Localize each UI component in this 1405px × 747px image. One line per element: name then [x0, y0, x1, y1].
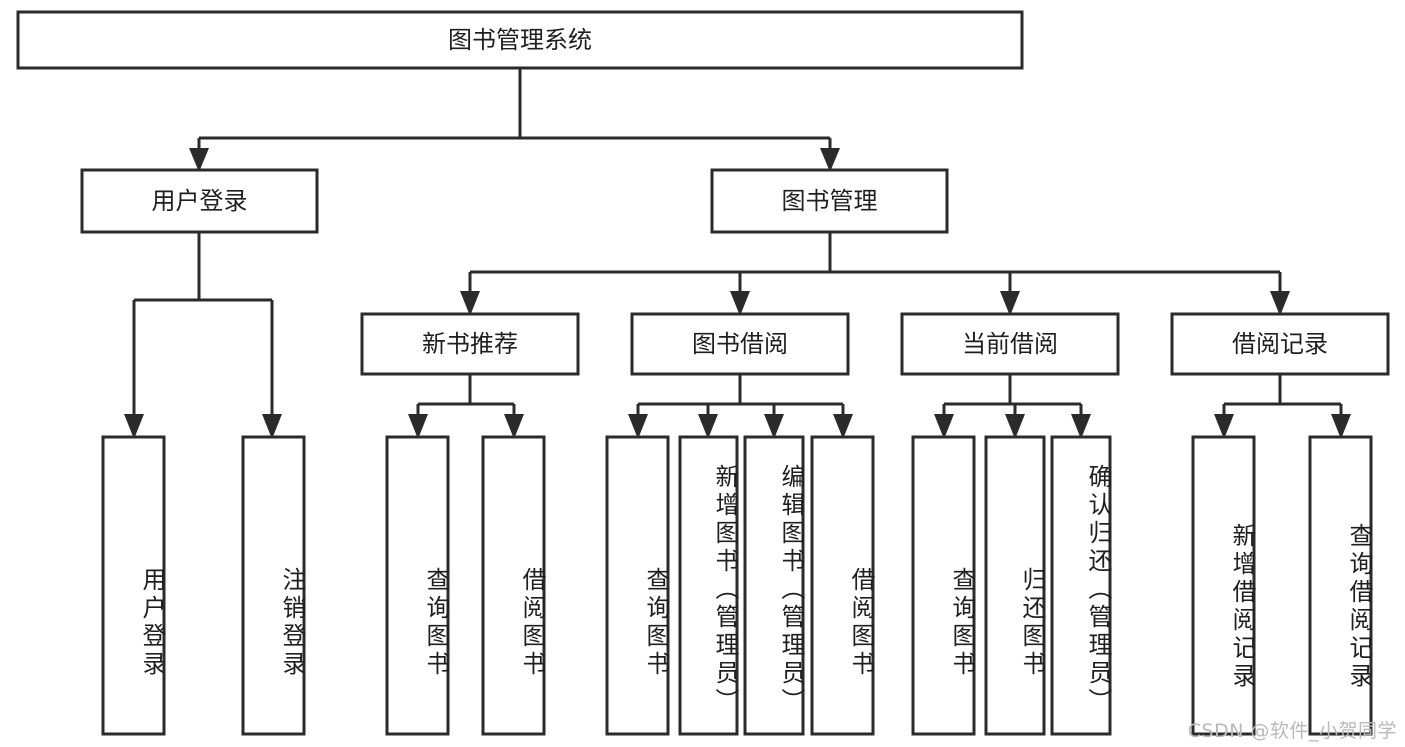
node-book-manage-label: 图书管理: [782, 187, 878, 215]
arrow-head-to-borrow-book-borrow: [833, 414, 853, 439]
arrow-head-to-book-borrow: [730, 291, 750, 316]
node-new-book-rec[interactable]: 新书推荐: [360, 312, 580, 376]
connector-user-login-trunk: [132, 232, 274, 418]
arrow-head-to-current-borrow: [1000, 291, 1020, 316]
node-book-borrow-box[interactable]: [630, 312, 850, 376]
node-user-login-label: 用户登录: [152, 187, 248, 215]
arrow-head-to-borrow-book-rec: [504, 414, 524, 439]
node-query-book-borrow-box[interactable]: [605, 435, 670, 736]
node-book-borrow[interactable]: 图书借阅: [630, 312, 850, 376]
node-borrow-book-rec-box[interactable]: [481, 435, 546, 736]
arrow-head-to-user-login-leaf: [124, 414, 144, 439]
leaf-box-layer: [101, 435, 1373, 736]
arrow-head-to-book-manage: [820, 148, 840, 172]
arrow-head-to-edit-book-admin: [764, 414, 784, 439]
arrow-head-to-new-book-rec: [460, 291, 480, 316]
arrow-head-to-query-book-current: [934, 414, 954, 439]
node-root[interactable]: 图书管理系统: [16, 10, 1024, 70]
arrow-head-to-query-borrow-record: [1331, 414, 1351, 439]
connector-book-manage-trunk: [468, 232, 1282, 295]
connector-borrow-record-trunk: [1222, 374, 1343, 418]
connector-new-book-rec-trunk: [416, 374, 516, 418]
arrow-head-to-query-book-borrow: [628, 414, 648, 439]
connector-layer: [124, 68, 1351, 439]
node-current-borrow-label: 当前借阅: [962, 330, 1058, 358]
node-root-label: 图书管理系统: [448, 26, 592, 54]
node-user-login-leaf-box[interactable]: [101, 435, 166, 736]
connector-root-trunk: [197, 68, 832, 152]
node-book-manage-box[interactable]: [710, 168, 949, 234]
node-borrow-book-borrow-box[interactable]: [810, 435, 875, 736]
arrow-head-to-confirm-return-admin: [1071, 414, 1091, 439]
node-query-book-rec-box[interactable]: [385, 435, 450, 736]
arrow-head-to-user-logout-leaf: [262, 414, 282, 439]
node-book-borrow-label: 图书借阅: [692, 330, 788, 358]
csdn-watermark: CSDN @软件_小贺同学: [1187, 720, 1397, 742]
node-add-book-admin-box[interactable]: [678, 435, 739, 736]
connector-book-borrow-trunk: [636, 374, 845, 418]
node-borrow-record-label: 借阅记录: [1232, 330, 1328, 358]
node-borrow-record-box[interactable]: [1170, 312, 1390, 376]
node-root-box[interactable]: [16, 10, 1024, 70]
node-edit-book-admin-box[interactable]: [743, 435, 805, 736]
node-return-book-box[interactable]: [984, 435, 1046, 736]
arrow-head-to-user-login: [189, 148, 209, 172]
arrow-head-to-add-book-admin: [698, 414, 718, 439]
node-user-login-box[interactable]: [80, 168, 319, 234]
connector-current-borrow-trunk: [942, 374, 1083, 418]
node-query-book-current-box[interactable]: [911, 435, 976, 736]
arrow-head-to-add-borrow-record: [1214, 414, 1234, 439]
node-borrow-record[interactable]: 借阅记录: [1170, 312, 1390, 376]
node-user-login[interactable]: 用户登录: [80, 168, 319, 234]
node-book-manage[interactable]: 图书管理: [710, 168, 949, 234]
node-query-borrow-record-box[interactable]: [1308, 435, 1373, 736]
node-user-logout-leaf-box[interactable]: [241, 435, 306, 736]
node-new-book-rec-label: 新书推荐: [422, 330, 518, 358]
node-confirm-return-admin-box[interactable]: [1050, 435, 1112, 736]
node-new-book-rec-box[interactable]: [360, 312, 580, 376]
arrow-head-to-borrow-record: [1270, 291, 1290, 316]
arrow-head-to-query-book-rec: [408, 414, 428, 439]
arrow-head-to-return-book: [1005, 414, 1025, 439]
node-current-borrow[interactable]: 当前借阅: [900, 312, 1120, 376]
node-current-borrow-box[interactable]: [900, 312, 1120, 376]
node-add-borrow-record-box[interactable]: [1191, 435, 1256, 736]
